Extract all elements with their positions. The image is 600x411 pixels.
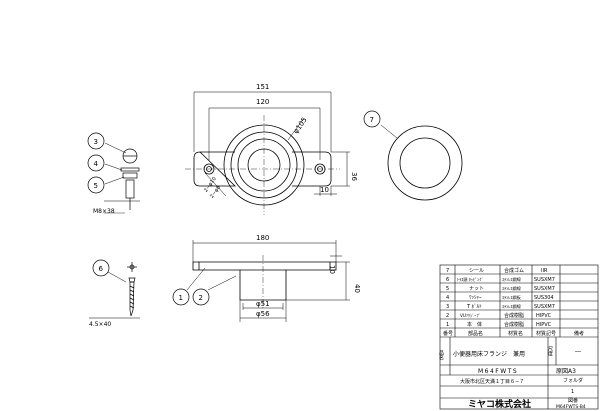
balloon-1-leader [186, 267, 206, 291]
row1-symbol: HIPVC [536, 322, 552, 328]
dim-120: 120 [256, 98, 269, 106]
drawing-no-label: 図番 [568, 397, 578, 404]
row7-material: 合成ゴム [504, 267, 524, 274]
row1-no: 1 [446, 322, 449, 328]
balloon-5 [87, 176, 105, 194]
row5-symbol: SUSXM7 [534, 286, 555, 292]
row5-material: ｽﾃﾝﾚｽ鋼線 [502, 285, 522, 292]
row2-name: VUｿｹｼﾞｰﾌﾟ [460, 312, 481, 319]
balloon-3-label: 3 [94, 138, 98, 146]
balloon-6 [92, 259, 110, 277]
row3-no: 3 [446, 304, 449, 310]
balloon-4 [87, 154, 105, 172]
balloon-2-label: 2 [199, 294, 203, 302]
title-block: 品名 小便器用床フランジ 兼用 尺度 ― M64FWTS 原図A3 大阪市北区天… [438, 346, 586, 410]
folder-label: フォルダ [563, 377, 583, 384]
balloon-4-leader [104, 163, 123, 171]
balloon-3-leader [104, 142, 127, 154]
dim-151: 151 [256, 83, 269, 91]
row1-name: 本 体 [467, 321, 482, 328]
row4-symbol: SUS304 [534, 295, 554, 301]
side-dim-lines [192, 240, 350, 322]
title-label: 品名 [438, 350, 444, 361]
scale-label: 尺度 [547, 346, 553, 357]
balloon-6-label: 6 [99, 265, 104, 273]
dim-phi105: φ105 [292, 116, 309, 135]
dim-phi56: φ56 [256, 310, 270, 318]
dim-phi51: φ51 [256, 300, 270, 308]
balloon-7 [363, 110, 381, 128]
phi105-leader [287, 117, 305, 141]
balloon-6-leader [107, 271, 127, 283]
sheet-size: 原図A3 [556, 368, 576, 375]
balloon-5-leader [104, 176, 125, 185]
t-bolt-assembly [120, 148, 140, 210]
company-address: 大阪市北区天満１丁目６−７ [460, 378, 524, 385]
balloon-4-label: 4 [94, 160, 99, 168]
balloon-1-label: 1 [179, 294, 183, 302]
row6-material: ｽﾃﾝﾚｽ鋼線 [502, 276, 522, 283]
balloon-1 [172, 288, 190, 306]
balloon-7-leader [380, 124, 398, 139]
balloon-2 [192, 288, 210, 306]
row5-name: ナット [469, 286, 484, 292]
company-name: ミヤコ株式会社 [468, 398, 531, 410]
product-title: 小便器用床フランジ 兼用 [453, 350, 525, 358]
row4-material: ｽﾃﾝﾚｽ鋼板 [502, 294, 522, 301]
dim-screw-4-5x40: 4.5×40 [89, 321, 111, 328]
dim-10-side: 10 [328, 265, 336, 274]
balloon-2-leader [207, 275, 237, 291]
row3-symbol: SUSXM7 [534, 304, 555, 310]
row6-no: 6 [446, 277, 449, 283]
dim-40: 40 [353, 284, 361, 293]
dim-151-lines [193, 91, 332, 160]
row4-no: 4 [446, 295, 449, 301]
dim-m8x38: M8×38 [93, 208, 115, 215]
model-number: M64FWTS [478, 368, 518, 375]
row4-name: ﾜｯｼｬｰ [469, 295, 482, 301]
balloon-3 [87, 132, 105, 150]
folder-value: 1 [571, 389, 574, 395]
phi-hole-leader [204, 172, 227, 197]
balloon-5-label: 5 [94, 182, 98, 190]
row6-symbol: SUSXM7 [534, 277, 555, 283]
header-material: 材質名 [508, 330, 523, 337]
parts-table-grid [439, 264, 599, 410]
row6-name: ﾄﾗｽ頭 ﾀｯﾋﾟﾝｸﾞ [457, 276, 483, 283]
balloon-7-label: 7 [370, 116, 374, 124]
seal-ring [387, 125, 463, 201]
header-symbol: 材質記号 [536, 330, 556, 337]
row3-name: T ﾎﾞﾙﾄ [466, 303, 482, 310]
row7-name: シール [469, 268, 484, 274]
row2-symbol: HIPVC [536, 313, 552, 319]
side-view [192, 261, 337, 301]
dim-180: 180 [256, 234, 269, 242]
dim-36: 36 [350, 172, 358, 181]
row7-symbol: IIR [541, 268, 548, 274]
center-lines-top [185, 115, 340, 215]
header-name: 部品名 [468, 330, 483, 337]
scale-value: ― [575, 348, 581, 355]
header-no: 番号 [443, 330, 453, 337]
drawing-number: M64FWTS-B4 [556, 404, 586, 410]
row5-no: 5 [446, 286, 449, 292]
dim-right-lines [314, 151, 350, 196]
dim-10-top: 10 [320, 186, 329, 194]
side-view-outline [192, 261, 337, 301]
header-remarks: 備考 [574, 330, 584, 337]
row2-material: 合成樹脂 [504, 312, 524, 319]
row2-no: 2 [446, 313, 449, 319]
row7-no: 7 [446, 268, 449, 274]
tapping-screw [127, 262, 137, 317]
row1-material: 合成樹脂 [504, 321, 524, 328]
parts-table-rows: 7 シール 合成ゴム IIR 6 ﾄﾗｽ頭 ﾀｯﾋﾟﾝｸﾞ ｽﾃﾝﾚｽ鋼線 SU… [443, 267, 584, 337]
row3-material: ｽﾃﾝﾚｽ鋼線 [502, 303, 522, 310]
